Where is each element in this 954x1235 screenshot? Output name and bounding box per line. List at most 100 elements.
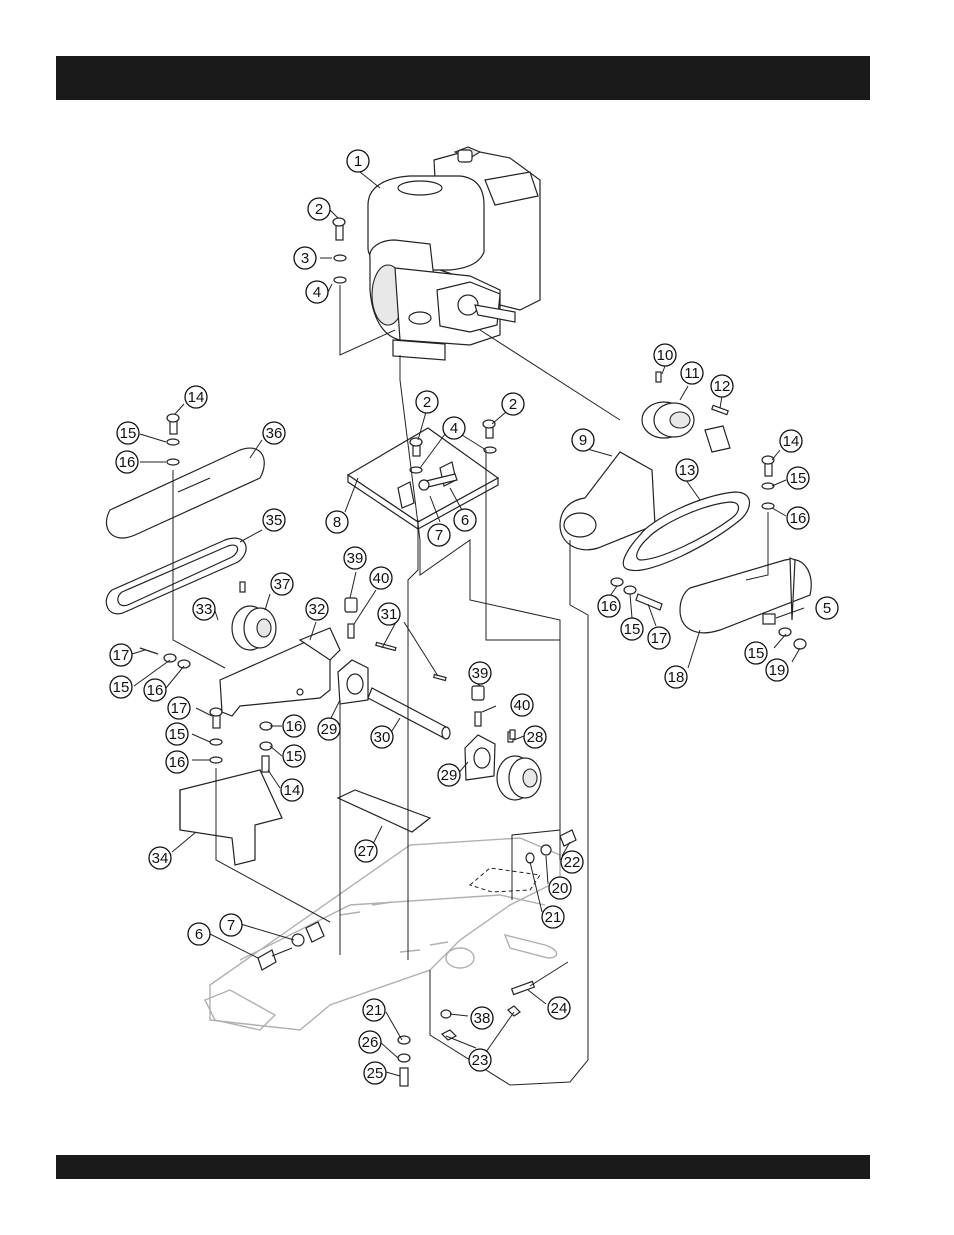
callout-29: 29 <box>318 718 340 740</box>
callout-label: 19 <box>769 662 786 679</box>
callout-label: 20 <box>552 880 569 897</box>
pillow-block-left <box>338 598 368 704</box>
callout-19: 19 <box>766 659 788 681</box>
callout-14: 14 <box>185 386 207 408</box>
callout-33: 33 <box>193 598 215 620</box>
callout-label: 6 <box>461 512 469 529</box>
jackshaft <box>368 642 450 739</box>
callout-2: 2 <box>502 393 524 415</box>
main-frame <box>205 838 560 1030</box>
callout-label: 1 <box>354 153 362 170</box>
callout-15: 15 <box>787 467 809 489</box>
belt-left <box>106 538 246 614</box>
callout-label: 10 <box>657 347 674 364</box>
callout-label: 40 <box>514 697 531 714</box>
callout-label: 15 <box>113 679 130 696</box>
callout-label: 4 <box>450 420 458 437</box>
callout-31: 31 <box>378 603 400 625</box>
callout-label: 5 <box>823 600 831 617</box>
callout-label: 8 <box>333 514 341 531</box>
callout-label: 13 <box>679 462 696 479</box>
callout-6: 6 <box>188 923 210 945</box>
callout-23: 23 <box>469 1049 491 1071</box>
callout-label: 35 <box>266 512 283 529</box>
callout-label: 15 <box>120 425 137 442</box>
callout-37: 37 <box>271 573 293 595</box>
callout-label: 21 <box>366 1002 383 1019</box>
callout-17: 17 <box>648 627 670 649</box>
callout-label: 2 <box>423 394 431 411</box>
callout-20: 20 <box>549 877 571 899</box>
callout-label: 39 <box>347 550 364 567</box>
callout-30: 30 <box>371 726 393 748</box>
callout-label: 16 <box>147 682 164 699</box>
callout-4: 4 <box>306 281 328 303</box>
callout-label: 25 <box>367 1065 384 1082</box>
callout-label: 30 <box>374 729 391 746</box>
callout-29: 29 <box>438 764 460 786</box>
callout-39: 39 <box>344 547 366 569</box>
callout-label: 32 <box>309 601 326 618</box>
callout-label: 26 <box>362 1034 379 1051</box>
callout-label: 11 <box>684 365 700 382</box>
callout-15: 15 <box>166 723 188 745</box>
callout-1: 1 <box>347 150 369 172</box>
callout-label: 6 <box>195 926 203 943</box>
callout-10: 10 <box>654 344 676 366</box>
callout-label: 2 <box>315 201 323 218</box>
callout-label: 9 <box>579 432 587 449</box>
engine <box>368 147 540 360</box>
callout-15: 15 <box>117 422 139 444</box>
callout-label: 33 <box>196 601 213 618</box>
callout-label: 15 <box>790 470 807 487</box>
callout-label: 7 <box>435 527 443 544</box>
callout-16: 16 <box>598 595 620 617</box>
callout-label: 4 <box>313 284 321 301</box>
callout-16: 16 <box>166 751 188 773</box>
callout-label: 7 <box>227 917 235 934</box>
callout-2: 2 <box>308 198 330 220</box>
callout-16: 16 <box>787 507 809 529</box>
callout-label: 18 <box>668 669 685 686</box>
callout-label: 40 <box>373 570 390 587</box>
callout-13: 13 <box>676 459 698 481</box>
callout-22: 22 <box>561 851 583 873</box>
callout-14: 14 <box>281 779 303 801</box>
callout-25: 25 <box>364 1062 386 1084</box>
callout-15: 15 <box>745 642 767 664</box>
callout-3: 3 <box>294 247 316 269</box>
belt-cover-right <box>680 558 811 633</box>
callout-label: 16 <box>119 454 136 471</box>
callout-label: 24 <box>551 1000 568 1017</box>
callout-label: 14 <box>188 389 205 406</box>
callout-label: 16 <box>601 598 618 615</box>
callout-16: 16 <box>283 715 305 737</box>
callout-label: 17 <box>113 647 130 664</box>
callout-label: 17 <box>651 630 668 647</box>
callout-12: 12 <box>711 375 733 397</box>
belt-guard-lower <box>180 770 282 865</box>
callout-label: 16 <box>790 510 807 527</box>
callout-34: 34 <box>149 847 171 869</box>
callout-4: 4 <box>443 417 465 439</box>
callout-21: 21 <box>542 906 564 928</box>
callout-5: 5 <box>816 597 838 619</box>
callout-label: 34 <box>152 850 169 867</box>
callout-label: 37 <box>274 576 291 593</box>
callout-label: 15 <box>286 748 303 765</box>
callout-9: 9 <box>572 429 594 451</box>
callout-label: 38 <box>474 1010 491 1027</box>
callout-17: 17 <box>168 697 190 719</box>
callout-label: 15 <box>169 726 186 743</box>
callout-16: 16 <box>144 679 166 701</box>
callout-21: 21 <box>363 999 385 1021</box>
callout-28: 28 <box>524 726 546 748</box>
callout-14: 14 <box>780 430 802 452</box>
jackshaft-pulley-left <box>232 582 276 650</box>
callout-label: 16 <box>169 754 186 771</box>
callout-label: 16 <box>286 718 303 735</box>
callout-36: 36 <box>263 422 285 444</box>
callout-17: 17 <box>110 644 132 666</box>
callout-39: 39 <box>469 662 491 684</box>
